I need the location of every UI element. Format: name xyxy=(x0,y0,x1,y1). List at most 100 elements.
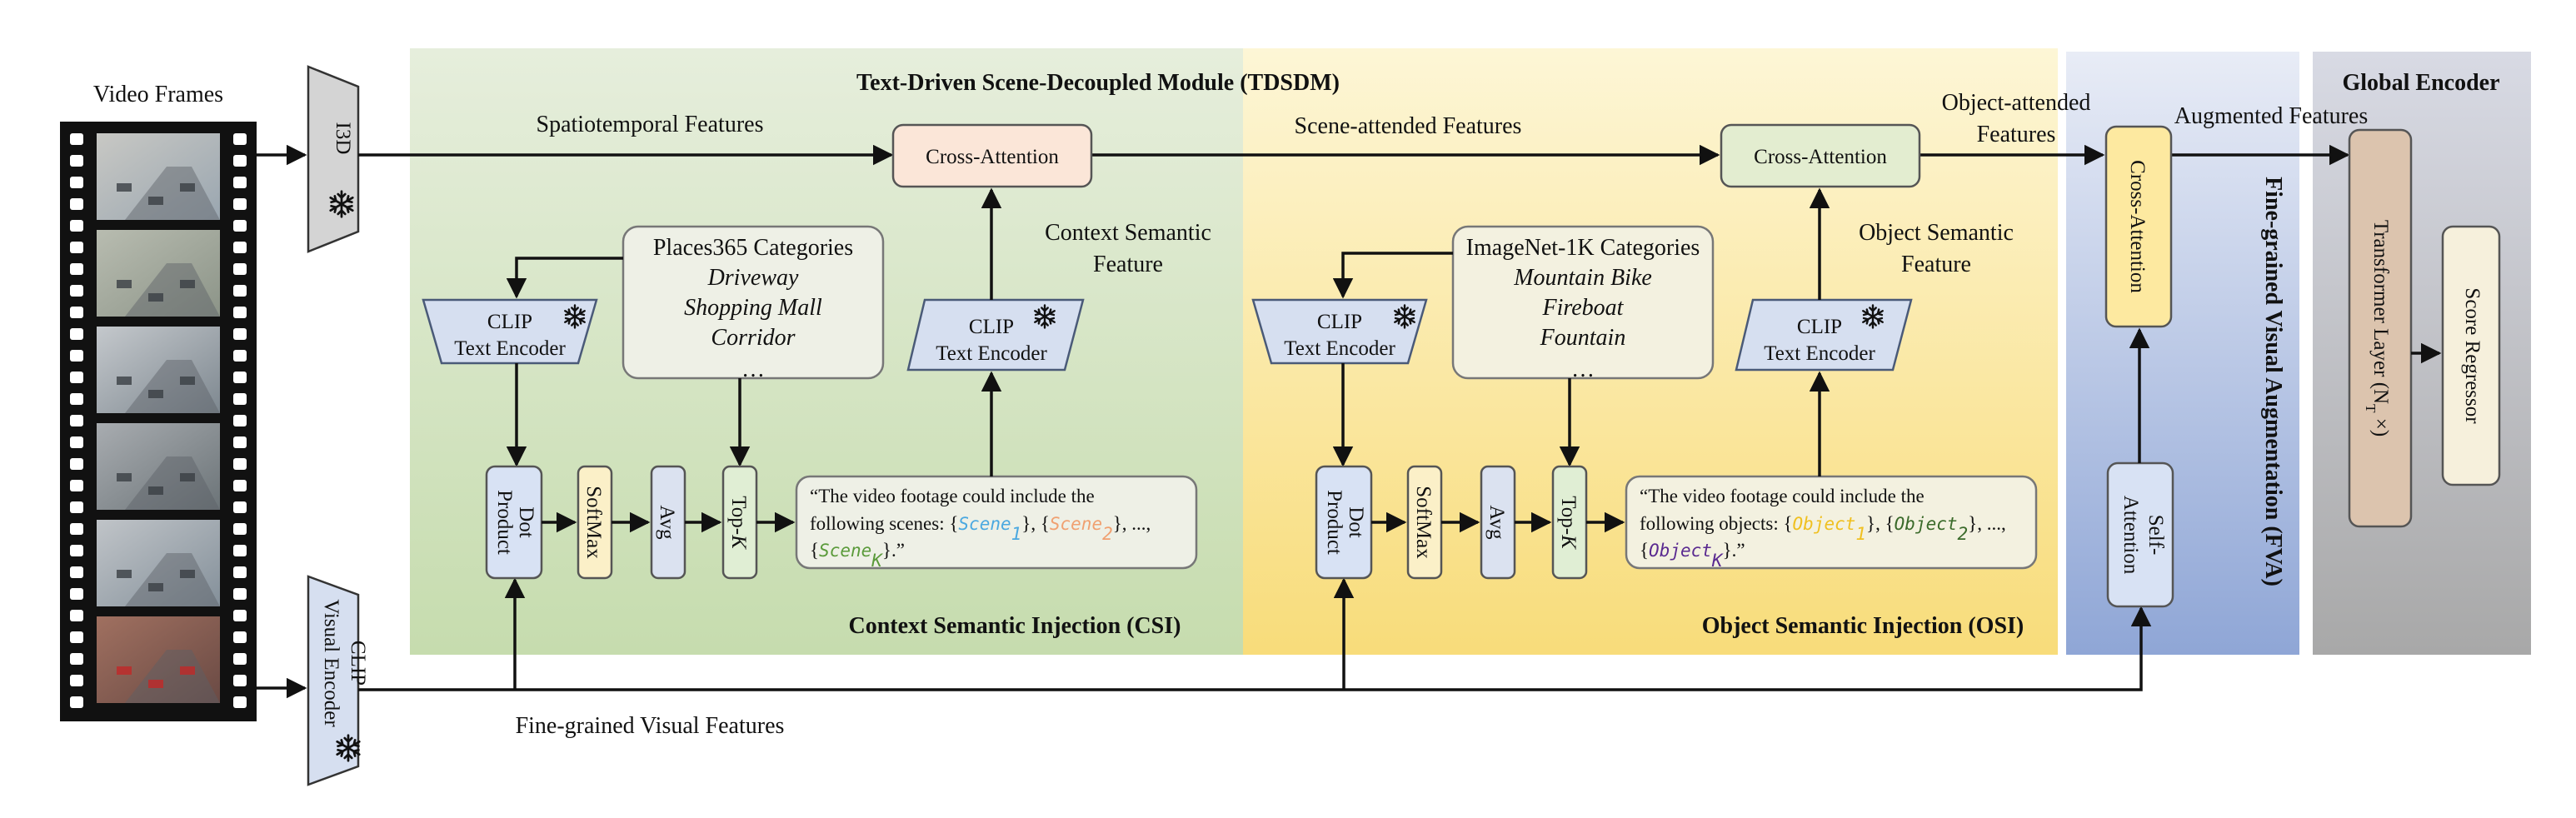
osi-cross-attention-label: Cross-Attention xyxy=(1754,146,1887,168)
csi-text-encoder-right xyxy=(906,298,1085,372)
film-sprocket-hole xyxy=(70,480,83,491)
film-sprocket-hole xyxy=(233,523,247,535)
csi-avg-label: Avg xyxy=(656,505,678,540)
film-sprocket-hole xyxy=(233,328,247,340)
film-sprocket-hole xyxy=(233,653,247,665)
csi-cross-attention-box xyxy=(891,123,1093,188)
film-sprocket-hole xyxy=(233,198,247,210)
film-sprocket-hole xyxy=(233,177,247,188)
film-sprocket-hole xyxy=(70,436,83,448)
csi-category-2: Shopping Mall xyxy=(684,295,822,321)
film-sprocket-hole xyxy=(70,372,83,383)
osi-category-3: Fountain xyxy=(1540,325,1626,351)
film-sprocket-hole xyxy=(233,307,247,318)
film-sprocket-hole xyxy=(70,177,83,188)
film-sprocket-hole xyxy=(233,696,247,708)
film-sprocket-hole xyxy=(233,372,247,383)
osi-title: Object Semantic Injection (OSI) xyxy=(1702,613,2024,639)
film-sprocket-hole xyxy=(70,393,83,405)
video-frame-thumbnail xyxy=(97,133,220,220)
film-sprocket-hole xyxy=(70,415,83,426)
csi-text-encoder-right-line2: Text Encoder xyxy=(936,342,1047,365)
film-sprocket-hole xyxy=(70,610,83,621)
osi-text-encoder-right-line1: CLIP xyxy=(1797,316,1842,338)
csi-text-encoder-left-line2: Text Encoder xyxy=(454,337,566,360)
csi-topk-label: Top-K xyxy=(727,496,750,550)
film-sprocket-hole xyxy=(233,393,247,405)
transformer-layer-box xyxy=(2348,128,2413,528)
film-sprocket-hole xyxy=(233,436,247,448)
film-sprocket-hole xyxy=(70,675,83,686)
film-sprocket-hole xyxy=(70,350,83,362)
film-sprocket-hole xyxy=(233,415,247,426)
imagenet-categories-title: ImageNet-1K Categories xyxy=(1466,235,1700,261)
film-sprocket-hole xyxy=(233,631,247,643)
film-sprocket-hole xyxy=(70,588,83,600)
csi-semantic-feature-line1: Context Semantic xyxy=(1045,220,1211,246)
imagenet-categories-box xyxy=(1451,225,1715,380)
csi-text-encoder-left-line1: CLIP xyxy=(487,311,532,333)
object-attended-features-label-2: Features xyxy=(1977,122,2056,147)
csi-text-encoder-left xyxy=(422,298,598,365)
film-sprocket-hole xyxy=(233,501,247,513)
csi-semantic-feature-line2: Feature xyxy=(1093,252,1163,277)
film-sprocket-hole xyxy=(70,285,83,297)
film-sprocket-hole xyxy=(233,285,247,297)
csi-title: Context Semantic Injection (CSI) xyxy=(849,613,1181,639)
film-sprocket-hole xyxy=(70,696,83,708)
film-sprocket-hole xyxy=(70,501,83,513)
fine-grained-visual-features-label: Fine-grained Visual Features xyxy=(516,713,785,739)
video-frame-thumbnail xyxy=(97,230,220,317)
osi-dot-product-line2: Product xyxy=(1323,490,1345,555)
global-encoder-title: Global Encoder xyxy=(2342,70,2499,96)
score-regressor-box xyxy=(2441,225,2501,486)
video-frame-thumbnail xyxy=(97,423,220,510)
osi-text-encoder-left xyxy=(1251,298,1428,365)
film-sprocket-hole xyxy=(70,566,83,578)
csi-category-1: Driveway xyxy=(707,265,799,291)
csi-dot-product-line2: Product xyxy=(493,490,516,555)
fva-self-attention-line1: Self- xyxy=(2144,515,2167,556)
csi-cross-attention-label: Cross-Attention xyxy=(926,146,1059,168)
spatiotemporal-features-label: Spatiotemporal Features xyxy=(537,112,764,137)
csi-category-3: Corridor xyxy=(711,325,795,351)
film-sprocket-hole xyxy=(233,263,247,275)
object-attended-features-label-1: Object-attended xyxy=(1942,90,2091,116)
film-sprocket-hole xyxy=(233,675,247,686)
places365-categories-box xyxy=(622,225,885,380)
film-sprocket-hole xyxy=(233,610,247,621)
film-strip xyxy=(60,122,257,721)
film-sprocket-hole xyxy=(233,545,247,556)
fva-self-attention-line2: Attention xyxy=(2119,496,2142,575)
video-frames-label: Video Frames xyxy=(93,82,223,107)
osi-category-2: Fireboat xyxy=(1542,295,1625,321)
film-sprocket-hole xyxy=(70,220,83,232)
csi-prompt-line1: “The video footage could include the xyxy=(810,486,1095,506)
film-sprocket-hole xyxy=(70,653,83,665)
fva-cross-attention-label: Cross-Attention xyxy=(2126,160,2149,293)
i3d-encoder xyxy=(307,65,360,253)
osi-topk-label: Top-K xyxy=(1557,496,1580,550)
osi-dot-product-line1: Dot xyxy=(1345,506,1367,538)
fva-cross-attention-box xyxy=(2104,125,2173,328)
osi-category-1: Mountain Bike xyxy=(1513,265,1652,291)
csi-prompt-line3: {SceneK}.” xyxy=(810,540,905,571)
video-frame-thumbnail xyxy=(97,616,220,703)
osi-prompt-line3: {ObjectK}.” xyxy=(1640,540,1745,571)
film-sprocket-hole xyxy=(233,588,247,600)
osi-prompt-line2: following objects: {Object1}, {Object2},… xyxy=(1640,513,2006,544)
film-sprocket-hole xyxy=(70,458,83,470)
film-sprocket-hole xyxy=(70,307,83,318)
osi-text-encoder-right xyxy=(1735,298,1913,372)
csi-dot-product-line1: Dot xyxy=(515,506,537,538)
osi-prompt-box xyxy=(1625,475,2038,570)
film-sprocket-hole xyxy=(70,133,83,145)
film-sprocket-hole xyxy=(233,458,247,470)
film-sprocket-hole xyxy=(70,631,83,643)
osi-semantic-feature-line1: Object Semantic xyxy=(1859,220,2014,246)
film-sprocket-hole xyxy=(233,155,247,167)
osi-prompt-line1: “The video footage could include the xyxy=(1640,486,1925,506)
tdsdm-title: Text-Driven Scene-Decoupled Module (TDSD… xyxy=(856,70,1340,96)
osi-cross-attention-box xyxy=(1720,123,1921,188)
clip-visual-encoder-line1: CLIP xyxy=(347,641,369,686)
